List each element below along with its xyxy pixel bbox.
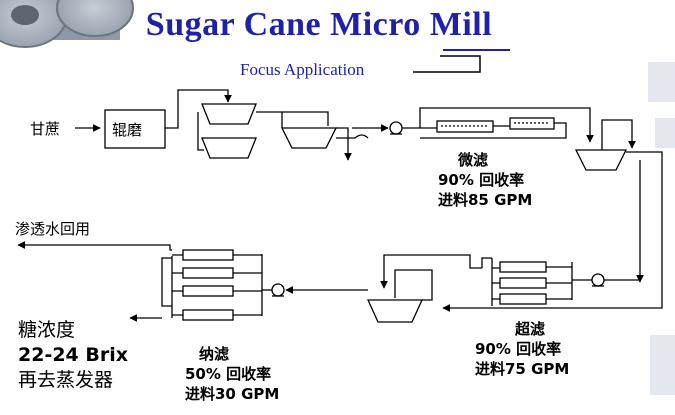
- mf-permeate-line: [420, 122, 567, 139]
- output-line-1: 糖浓度: [18, 319, 76, 341]
- subtitle-leader-line: [413, 55, 481, 73]
- mf-tank-icon: [574, 149, 628, 171]
- uf-permeate-line: [481, 257, 492, 268]
- nf-module-3: [182, 285, 234, 297]
- nf-feed: 进料30 GPM: [185, 385, 280, 403]
- slide-title: Sugar Cane Micro Mill: [145, 6, 493, 43]
- nf-module-1: [182, 249, 234, 261]
- permeate-reuse-label: 渗透水回用: [15, 220, 91, 238]
- mf-recovery: 90% 回收率: [438, 171, 525, 189]
- mf-return-line: [601, 119, 636, 150]
- uf-to-nf-line: [380, 254, 482, 289]
- separator-bypass-line: [197, 112, 204, 151]
- uf-module-1: [499, 261, 547, 273]
- nf-name: 纳滤: [199, 345, 230, 363]
- uf-module-2: [499, 277, 547, 289]
- right-edge-decoration: [648, 62, 675, 395]
- microfiltration-label-group: 微滤 90% 回收率 进料85 GPM: [438, 150, 532, 210]
- separator-mid-feed-line: [282, 111, 329, 126]
- nf-manifold-left: [171, 254, 183, 318]
- separator-mid-icon: [280, 127, 338, 149]
- uf-name: 超滤: [515, 320, 546, 338]
- permeate-output-arrow: [17, 241, 172, 251]
- nf-tank-return-line: [394, 269, 433, 301]
- output-line-3: 再去蒸发器: [18, 369, 114, 391]
- roller-mill-box: [104, 109, 166, 149]
- mf-feed: 进料85 GPM: [438, 191, 533, 209]
- separator-mid-outlet-line: [336, 127, 352, 161]
- nf-tank-icon: [366, 299, 424, 323]
- uf-manifold-right: [546, 262, 573, 300]
- cane-input-label: 甘蔗: [30, 120, 61, 138]
- pump-3-icon: [271, 283, 285, 297]
- nf-manifold-right: [233, 254, 263, 316]
- output-line-2: 22-24 Brix: [18, 344, 129, 366]
- nanofiltration-label-group: 纳滤 50% 回收率 进料30 GPM: [185, 344, 279, 404]
- roller-mill-label: 辊磨: [112, 121, 143, 139]
- mill-output-line: [165, 89, 232, 129]
- nf-left-return: [161, 257, 172, 307]
- separator-to-screen-line: [256, 111, 283, 128]
- nf-module-4: [182, 309, 234, 321]
- corner-rollers-graphic: [0, 0, 134, 48]
- ultrafiltration-label-group: 超滤 90% 回收率 进料75 GPM: [475, 319, 569, 379]
- nf-module-2: [182, 267, 234, 279]
- mf-recirc-line: [419, 107, 594, 143]
- uf-module-3: [499, 293, 547, 305]
- uf-recovery: 90% 回收率: [475, 340, 562, 358]
- nf-recovery: 50% 回收率: [185, 365, 272, 383]
- sugar-output-label-group: 糖浓度 22-24 Brix 再去蒸发器: [18, 318, 128, 393]
- mf-name: 微滤: [458, 151, 489, 169]
- mf-to-uf-line: [442, 151, 663, 312]
- to-pump-line: [336, 134, 369, 139]
- pump-1-icon: [389, 121, 403, 135]
- pump-2-icon: [591, 273, 605, 287]
- separator-lower-icon: [201, 137, 257, 159]
- slide-subtitle: Focus Application: [240, 60, 365, 79]
- uf-feed: 进料75 GPM: [475, 360, 570, 378]
- separator-upper-icon: [201, 103, 257, 125]
- uf-manifold-left: [491, 258, 500, 306]
